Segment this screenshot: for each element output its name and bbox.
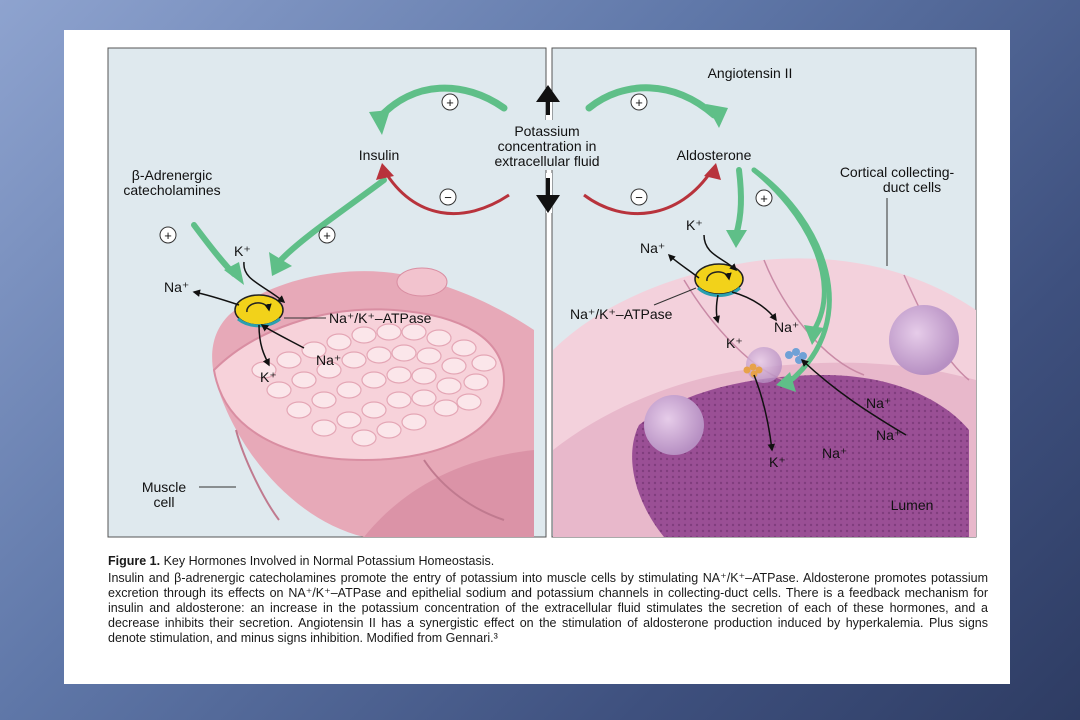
- svg-text:+: +: [164, 228, 172, 243]
- right-na-k-pump: [694, 263, 744, 297]
- potassium-down-arrow: [536, 173, 560, 213]
- caption-body: Insulin and β-adrenergic catecholamines …: [108, 571, 988, 645]
- right-na-label-out: Na⁺: [640, 240, 665, 256]
- left-na-k-pump: [234, 294, 284, 328]
- right-k-label-lumen: K⁺: [769, 454, 786, 470]
- collecting-duct-illustration: [553, 258, 976, 537]
- lumen-label: Lumen: [891, 497, 934, 513]
- svg-text:−: −: [444, 190, 452, 205]
- cortical-label-line1: Cortical collecting-: [840, 164, 955, 180]
- right-pump-leader: [653, 287, 697, 306]
- potassium-up-arrow: [536, 85, 560, 125]
- figure-card: Potassium concentration in extracellular…: [64, 30, 1010, 684]
- muscle-label-line2: cell: [153, 494, 174, 510]
- potassium-homeostasis-diagram: Potassium concentration in extracellular…: [107, 47, 977, 538]
- potassium-label-line1: Potassium: [514, 123, 579, 139]
- muscle-cell-illustration: [212, 267, 534, 537]
- right-k-label-channel: K⁺: [726, 335, 743, 351]
- plus-sign-aldosterone: +: [630, 93, 648, 111]
- plus-sign-insulin: +: [441, 93, 459, 111]
- left-na-label-in: Na⁺: [316, 352, 341, 368]
- potassium-label-line3: extracellular fluid: [494, 153, 599, 169]
- right-ion-arrows: [667, 234, 907, 452]
- left-k-label-top: K⁺: [234, 243, 251, 259]
- stimulation-arrowheads: [224, 104, 824, 392]
- right-k-label-top: K⁺: [686, 217, 703, 233]
- angiotensin-label: Angiotensin II: [708, 65, 793, 81]
- svg-text:+: +: [446, 95, 454, 110]
- plus-sign-beta: +: [159, 226, 177, 244]
- svg-text:−: −: [635, 190, 643, 205]
- right-pump-label: Na⁺/K⁺–ATPase: [570, 306, 673, 322]
- beta-label-line1: β-Adrenergic: [132, 167, 212, 183]
- muscle-fibers: [251, 323, 497, 447]
- svg-text:+: +: [760, 191, 768, 206]
- caption-title: Figure 1. Key Hormones Involved in Norma…: [108, 554, 988, 568]
- right-na-label-lumen3: Na⁺: [822, 445, 847, 461]
- stimulation-arrows: [191, 84, 832, 385]
- plus-sign-insulin-muscle: +: [318, 226, 336, 244]
- svg-text:+: +: [323, 228, 331, 243]
- right-na-label-lumen1: Na⁺: [866, 395, 891, 411]
- figure-caption: Figure 1. Key Hormones Involved in Norma…: [108, 554, 988, 646]
- muscle-label-line1: Muscle: [142, 479, 187, 495]
- minus-sign-insulin: −: [439, 188, 457, 206]
- plus-sign-cortical: +: [755, 189, 773, 207]
- right-na-label-lumen2: Na⁺: [876, 427, 901, 443]
- left-k-label-in: K⁺: [260, 369, 277, 385]
- right-na-label-channel: Na⁺: [774, 319, 799, 335]
- aldosterone-label: Aldosterone: [677, 147, 752, 163]
- inhibition-arrows: [382, 169, 714, 216]
- insulin-label: Insulin: [359, 147, 399, 163]
- potassium-label-line2: concentration in: [498, 138, 597, 154]
- caption-title-text: Key Hormones Involved in Normal Potassiu…: [160, 554, 495, 568]
- caption-title-bold: Figure 1.: [108, 554, 161, 568]
- left-pump-label: Na⁺/K⁺–ATPase: [329, 310, 432, 326]
- left-na-label-out: Na⁺: [164, 279, 189, 295]
- left-ion-arrows: [192, 261, 305, 367]
- svg-text:+: +: [635, 95, 643, 110]
- cortical-label-line2: duct cells: [883, 179, 941, 195]
- beta-label-line2: catecholamines: [123, 182, 220, 198]
- inhibition-arrowheads: [376, 163, 721, 180]
- minus-sign-aldosterone: −: [630, 188, 648, 206]
